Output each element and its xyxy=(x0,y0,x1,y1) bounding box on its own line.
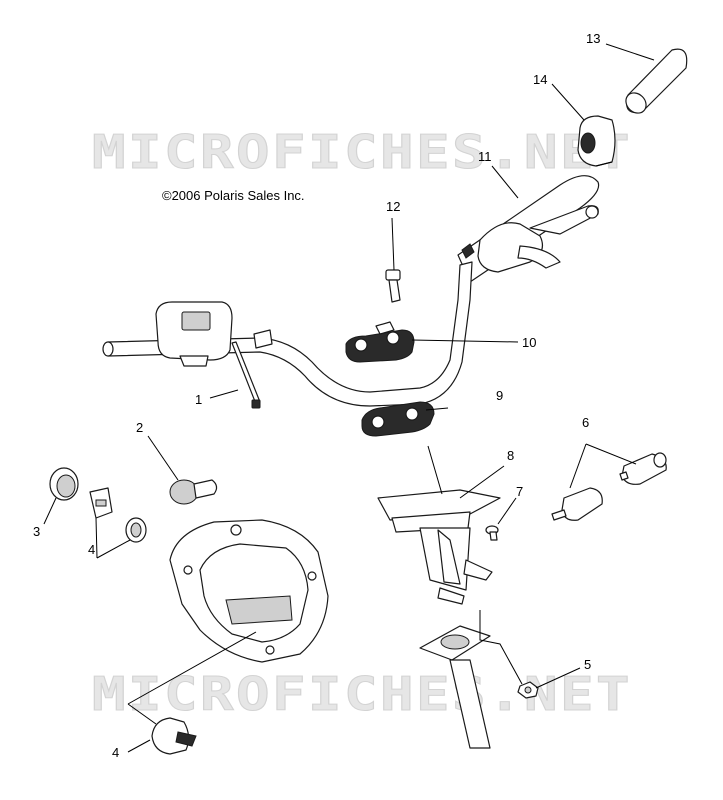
callout-10: 10 xyxy=(522,335,536,350)
callout-3: 3 xyxy=(33,524,40,539)
callout-12: 12 xyxy=(386,199,400,214)
part-13-grip xyxy=(625,48,688,114)
callout-1: 1 xyxy=(195,392,202,407)
callouts: 1 2 3 4 4 5 6 7 8 9 10 11 12 13 14 xyxy=(33,31,600,760)
callout-13: 13 xyxy=(586,31,600,46)
lower-pod-housing xyxy=(169,519,329,663)
copyright-text: ©2006 Polaris Sales Inc. xyxy=(162,188,305,203)
part-1-cable-tie xyxy=(231,341,261,409)
callout-4-lower: 4 xyxy=(112,745,119,760)
watermark-top: MICROFICHES.NET xyxy=(92,125,632,179)
part-14-pad xyxy=(577,115,616,167)
part-8-bracket xyxy=(377,445,501,605)
handlebar-tube xyxy=(102,261,473,407)
callout-5: 5 xyxy=(584,657,591,672)
watermark-bottom: MICROFICHES.NET xyxy=(92,667,632,721)
callout-11: 11 xyxy=(478,149,492,164)
part-11-handlebar-right xyxy=(457,175,600,283)
callout-6: 6 xyxy=(582,415,589,430)
part-4-socket xyxy=(151,717,197,755)
part-5-nut xyxy=(517,681,539,699)
part-6-switch xyxy=(551,452,667,521)
part-7-screw xyxy=(485,525,499,541)
part-4-plate-grommet xyxy=(89,487,147,543)
callout-7: 7 xyxy=(516,484,523,499)
callout-14: 14 xyxy=(533,72,547,87)
callout-9: 9 xyxy=(496,388,503,403)
callout-4-upper: 4 xyxy=(88,542,95,557)
part-12-bolt xyxy=(385,269,401,303)
callout-2: 2 xyxy=(136,420,143,435)
part-10-upper-clamp xyxy=(345,321,415,363)
part-3-cap xyxy=(49,467,79,501)
part-9-lower-clamp xyxy=(361,401,435,437)
callout-8: 8 xyxy=(507,448,514,463)
part-2-plug xyxy=(169,479,218,505)
steering-column xyxy=(419,625,491,749)
leader-lines xyxy=(43,43,655,753)
